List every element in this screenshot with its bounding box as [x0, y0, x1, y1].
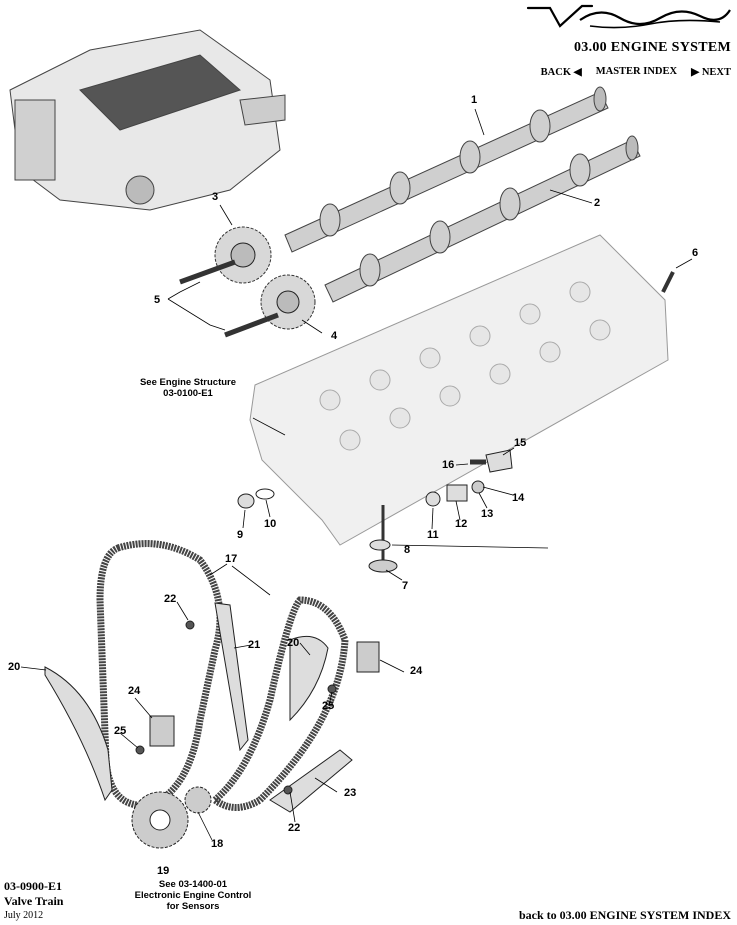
callout-20-left: 20: [8, 661, 21, 673]
back-link[interactable]: BACK ◀: [540, 67, 582, 78]
callout-16: 16: [442, 459, 455, 471]
chain-tensioner-upper: [356, 641, 380, 673]
callout-1: 1: [471, 94, 478, 106]
section-title: 03.00 ENGINE SYSTEM: [573, 40, 731, 55]
callout-17: 17: [225, 553, 238, 565]
engine-overview-thumbnail: [9, 29, 286, 211]
phaser-bolt-upper: [179, 259, 236, 285]
callout-24-right: 24: [410, 665, 423, 677]
callout-15: 15: [514, 437, 527, 449]
engine-structure-reference[interactable]: See Engine Structure 03-0100-E1: [139, 377, 237, 399]
callout-14: 14: [512, 492, 525, 504]
secondary-timing-chain: [209, 596, 349, 811]
tappet: [425, 491, 441, 507]
left-triangle-icon: ◀: [573, 67, 582, 78]
idler-sprocket: [184, 786, 212, 814]
callout-25-left: 25: [114, 725, 127, 737]
chain-tensioner-lower: [149, 715, 175, 747]
back-to-index-link[interactable]: back to 03.00 ENGINE SYSTEM INDEX: [518, 908, 731, 922]
spring-retainer: [471, 480, 485, 494]
callout-6: 6: [692, 247, 699, 259]
callout-5: 5: [154, 294, 161, 306]
camshaft-2: [324, 135, 641, 303]
sensors-reference[interactable]: See 03-1400-01 Electronic Engine Control…: [134, 879, 252, 912]
leader-lines: [20, 108, 693, 841]
document-name: Valve Train: [4, 894, 64, 908]
guide-bolt: [185, 620, 195, 630]
callout-8: 8: [404, 544, 411, 556]
callout-22-upper: 22: [164, 593, 177, 605]
master-index-link[interactable]: MASTER INDEX: [595, 66, 678, 77]
callout-25-right: 25: [322, 700, 335, 712]
valve-spring: [446, 484, 468, 502]
document-date: July 2012: [4, 910, 44, 921]
callout-19: 19: [157, 865, 170, 877]
callout-4: 4: [331, 330, 338, 342]
chain-guide-left: [44, 666, 113, 802]
callout-24-left: 24: [128, 685, 141, 697]
valve-stem-seal: [237, 493, 255, 509]
next-link[interactable]: ▶ NEXT: [691, 67, 731, 78]
callout-10: 10: [264, 518, 277, 530]
cylinder-head-bolt: [661, 271, 675, 293]
callout-7: 7: [402, 580, 409, 592]
callout-11: 11: [427, 529, 439, 541]
callout-21: 21: [248, 639, 261, 651]
callout-22-lower: 22: [288, 822, 301, 834]
chain-guide-center: [214, 602, 249, 752]
callout-12: 12: [455, 518, 468, 530]
chain-guide-right: [289, 635, 329, 722]
primary-timing-chain: [96, 540, 224, 809]
callout-9: 9: [237, 529, 244, 541]
right-triangle-icon: ▶: [691, 67, 700, 78]
document-code: 03-0900-E1: [4, 879, 62, 893]
vanquish-logo: [526, 4, 731, 29]
phaser-bolt-lower: [224, 312, 279, 338]
guide-bolt: [283, 785, 293, 795]
callout-3: 3: [212, 191, 219, 203]
callout-2: 2: [594, 197, 601, 209]
callout-23: 23: [344, 787, 357, 799]
rocker-arm: [485, 449, 513, 473]
callout-18: 18: [211, 838, 224, 850]
camshaft-1: [284, 86, 609, 253]
valve-collet: [369, 539, 391, 551]
valve-spring-seat: [255, 488, 275, 500]
callout-20-right: 20: [287, 637, 300, 649]
cylinder-head: [249, 234, 669, 546]
navigation-bar: BACK ◀ MASTER INDEX ▶ NEXT: [541, 66, 731, 78]
callout-13: 13: [481, 508, 494, 520]
tensioner-bolt: [327, 684, 337, 694]
